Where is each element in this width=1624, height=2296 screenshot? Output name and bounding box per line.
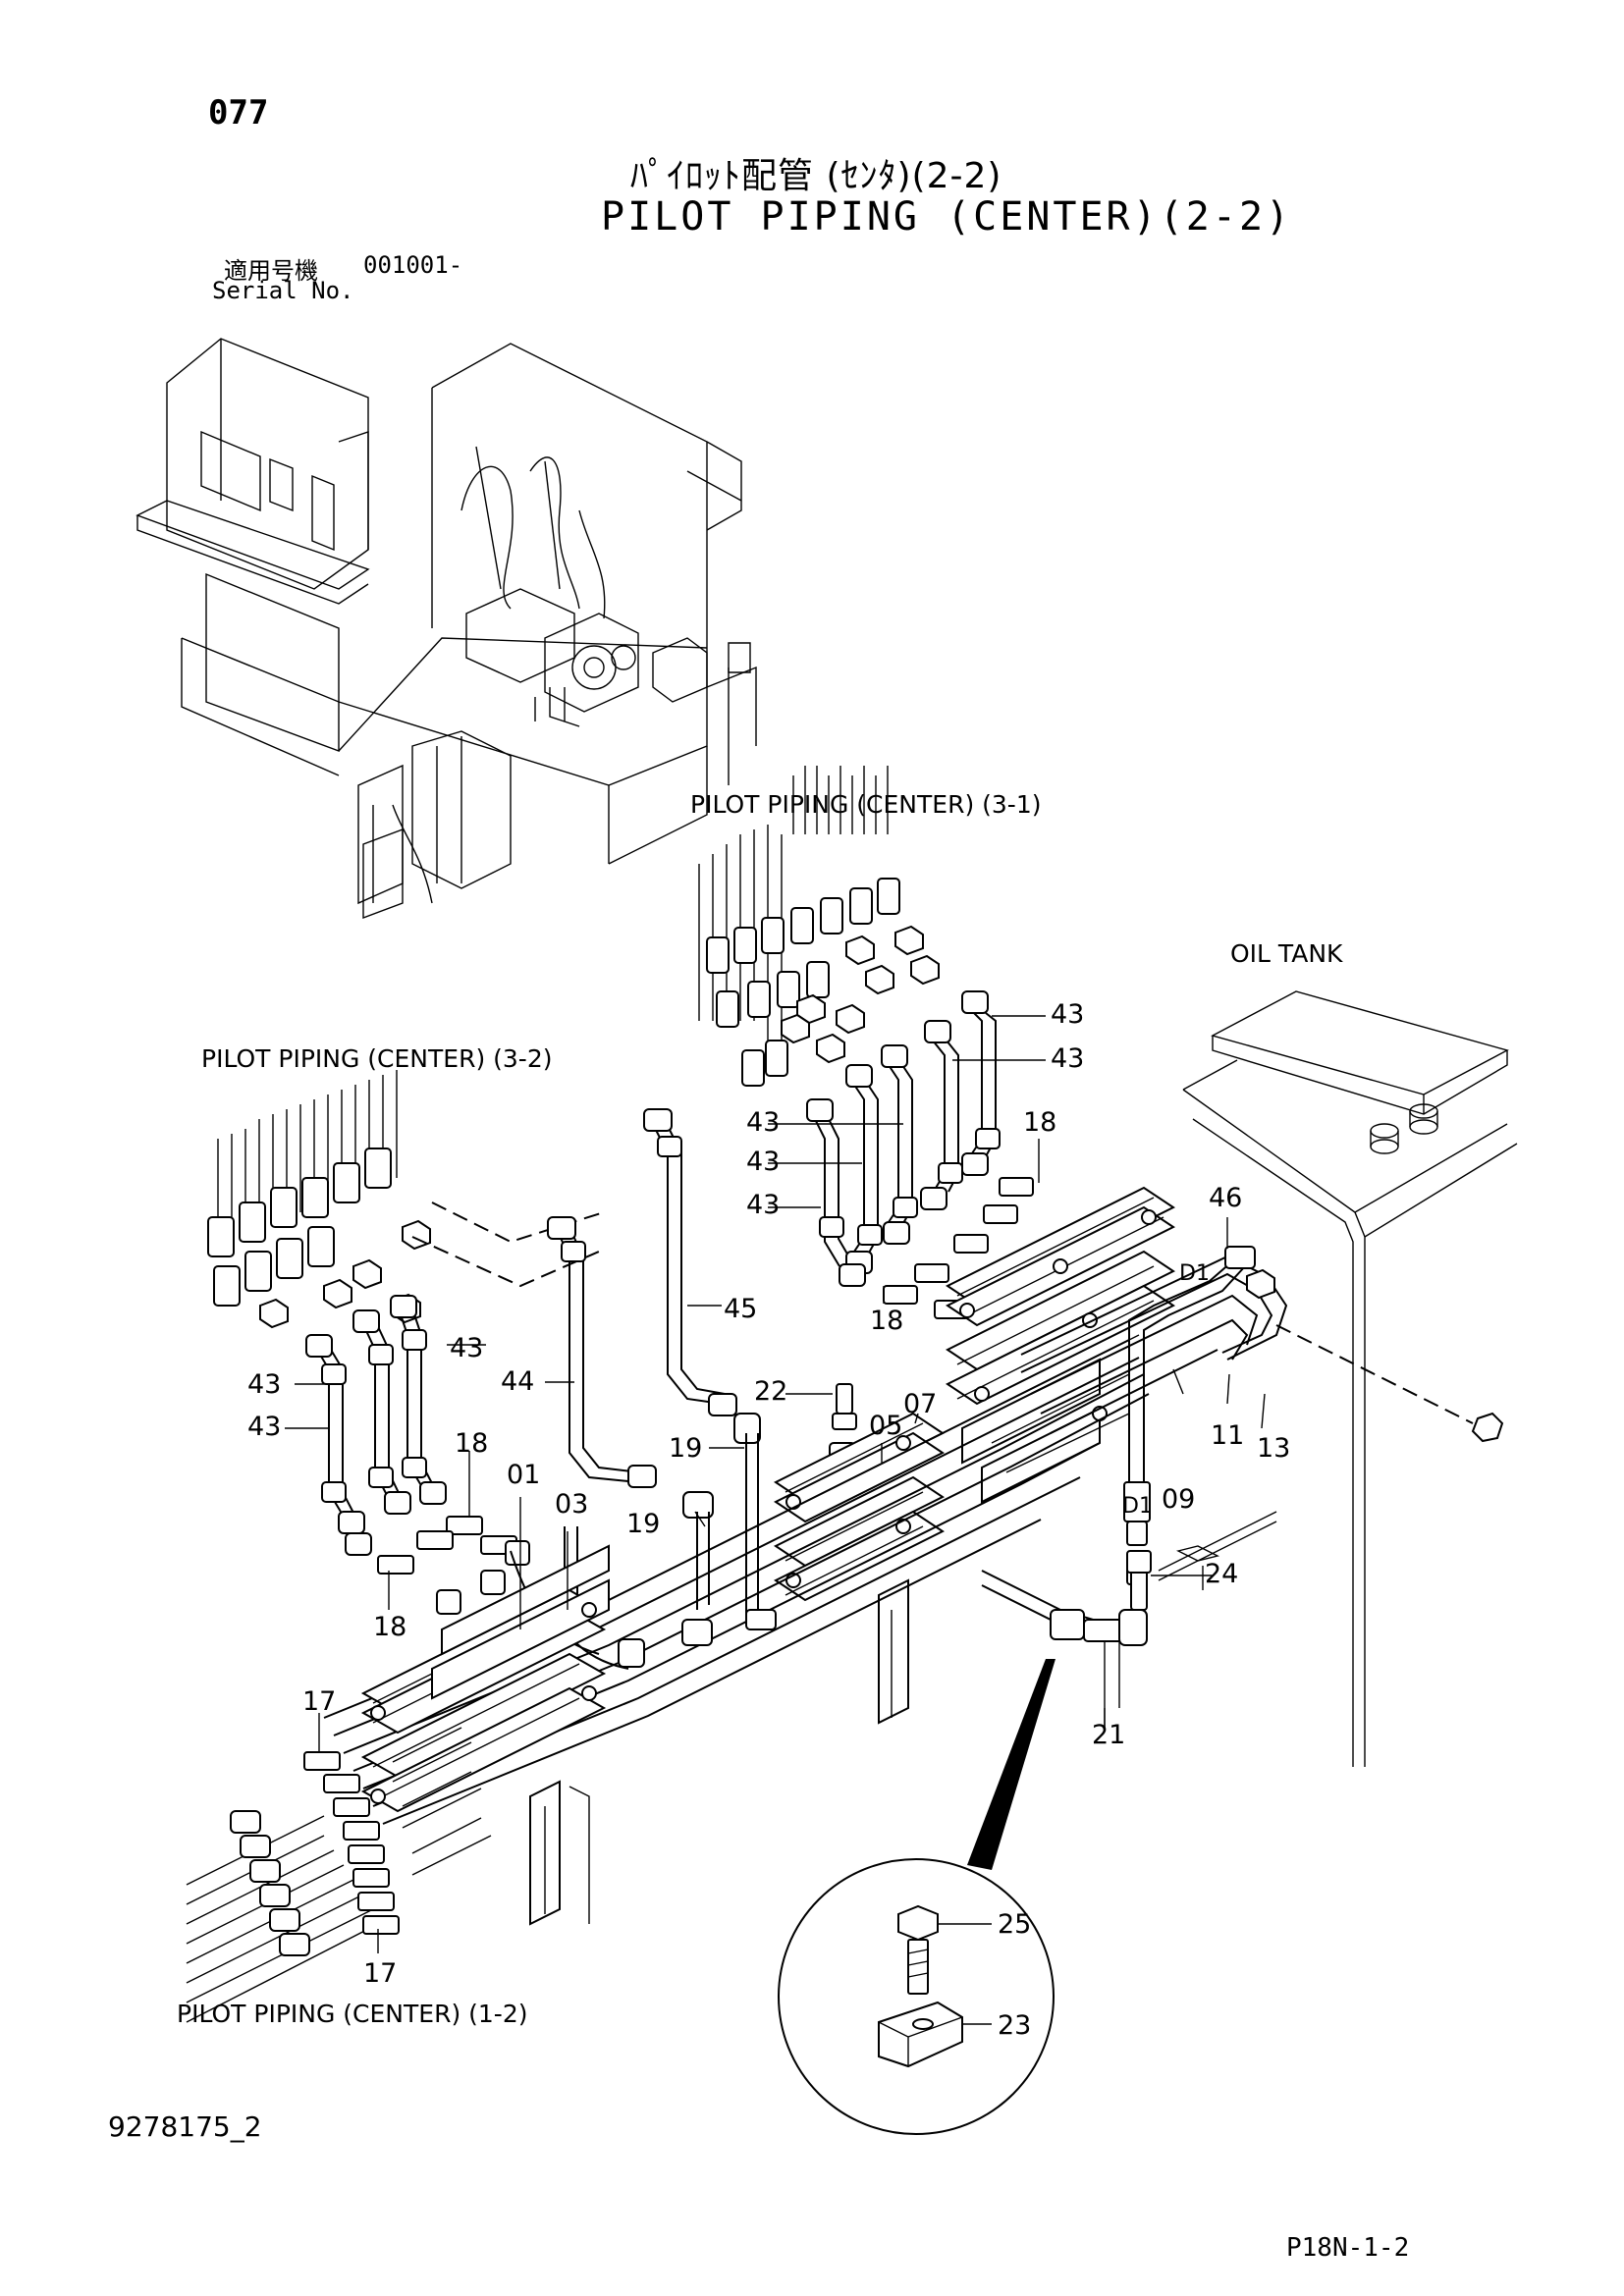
callout-07: 07 [903, 1389, 938, 1419]
callout-43: 43 [450, 1333, 484, 1363]
oil-tank-drawing [1183, 991, 1517, 1767]
callout-17: 17 [363, 1958, 398, 1989]
leader-lines [285, 1016, 1265, 2024]
page-code: P18N-1-2 [1286, 2233, 1410, 2263]
callout-44: 44 [501, 1366, 535, 1397]
page-number: 077 [208, 93, 269, 133]
reference-pilot-piping-1-2: PILOT PIPING (CENTER) (1-2) [177, 2000, 528, 2028]
callout-25: 25 [998, 1909, 1032, 1940]
callout-19: 19 [669, 1433, 703, 1464]
callout-18: 18 [373, 1612, 407, 1642]
callout-46: 46 [1209, 1183, 1243, 1213]
callout-43: 43 [247, 1369, 282, 1400]
lower-left-clamp-stack [363, 1546, 609, 1924]
callout-22: 22 [754, 1376, 788, 1407]
detail-inset [779, 1659, 1056, 2134]
callout-24: 24 [1205, 1559, 1239, 1589]
left-hoses-43 [306, 1296, 446, 1555]
main-pipe-bundle [324, 1340, 1276, 1824]
callout-43: 43 [746, 1190, 781, 1220]
callout-03: 03 [555, 1489, 589, 1520]
machine-overview-drawing [137, 339, 756, 918]
callout-21: 21 [1092, 1720, 1126, 1750]
callout-18: 18 [1023, 1107, 1057, 1138]
callout-43: 43 [746, 1107, 781, 1138]
left-valve-bank [208, 1070, 604, 1327]
callout-18: 18 [870, 1306, 904, 1336]
callout-43: 43 [1051, 1043, 1085, 1074]
callout-43: 43 [746, 1147, 781, 1177]
callout-09: 09 [1162, 1484, 1196, 1515]
callout-18: 18 [455, 1428, 489, 1459]
callout-01: 01 [507, 1460, 541, 1490]
reference-pilot-piping-3-1: PILOT PIPING (CENTER) (3-1) [690, 790, 1042, 819]
title-japanese: ﾊﾟｲﾛｯﾄ配管 (ｾﾝﾀ)(2-2) [630, 156, 1002, 196]
upper-valve-bank [699, 766, 939, 1086]
serial-label-english: Serial No. [212, 277, 354, 304]
callout-d1: D1 [1179, 1261, 1210, 1286]
callout-43: 43 [1051, 999, 1085, 1030]
callout-17: 17 [302, 1686, 337, 1717]
callout-05: 05 [869, 1411, 903, 1441]
callout-13: 13 [1257, 1433, 1291, 1464]
center-clamp-assembly [776, 1384, 943, 1723]
reference-pilot-piping-3-2: PILOT PIPING (CENTER) (3-2) [201, 1044, 553, 1073]
title-english: PILOT PIPING (CENTER)(2-2) [601, 194, 1293, 240]
callout-23: 23 [998, 2010, 1032, 2041]
callout-d1: D1 [1122, 1494, 1153, 1519]
fittings-17 [187, 1728, 491, 2022]
serial-value: 001001- [363, 251, 463, 279]
upper-hoses-43 [807, 991, 1000, 1286]
callout-43: 43 [247, 1412, 282, 1442]
oil-tank-label: OIL TANK [1230, 939, 1343, 968]
callout-19: 19 [626, 1509, 661, 1539]
hoses-44-45 [548, 1109, 760, 1518]
right-clamp-assembly [947, 1188, 1286, 1502]
callout-45: 45 [724, 1294, 758, 1324]
callout-11: 11 [1211, 1420, 1245, 1451]
fittings-18-left [378, 1517, 529, 1614]
serial-label-japanese: 適用号機 [224, 257, 318, 285]
document-number: 9278175_2 [108, 2110, 262, 2143]
